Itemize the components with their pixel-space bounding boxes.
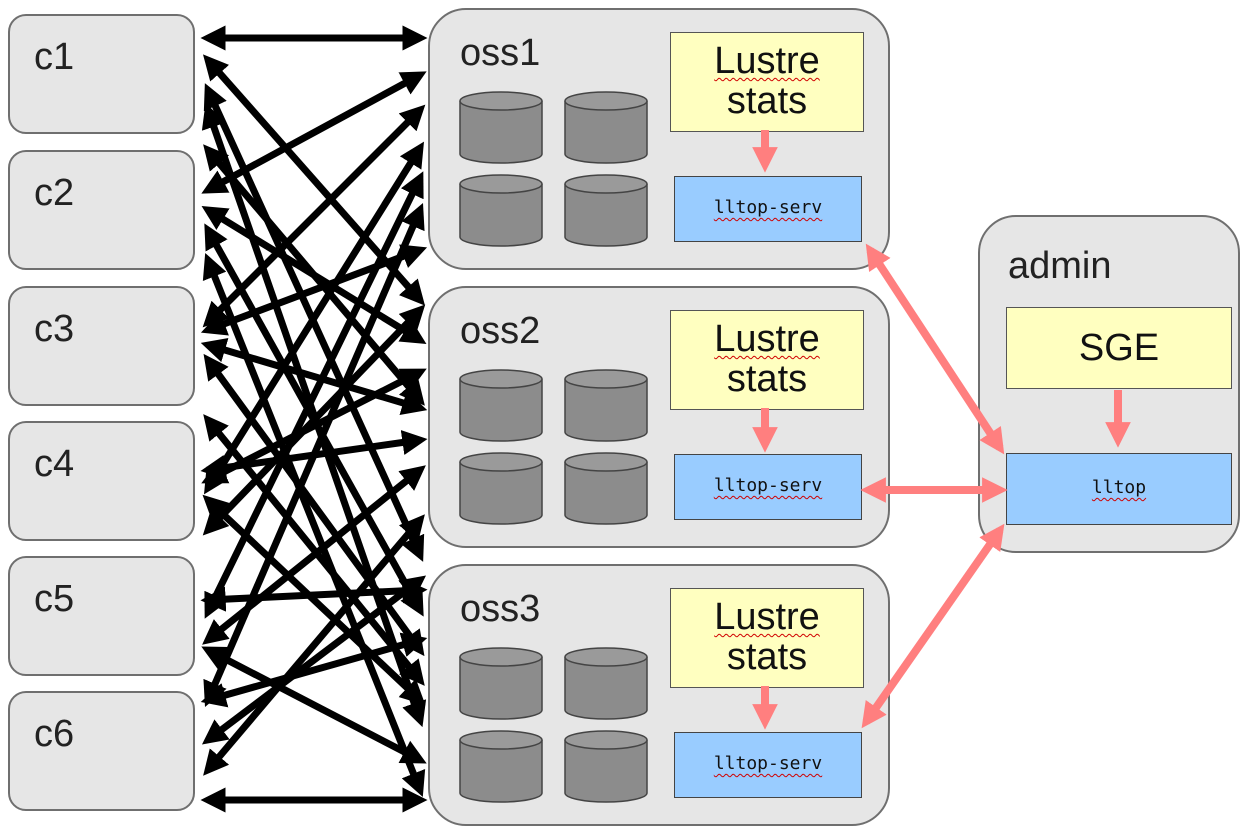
- client-label: c5: [34, 578, 75, 620]
- client-node-c1: c1: [8, 14, 195, 134]
- bidirectional-arrow: [200, 244, 428, 336]
- sge-box: SGE: [1006, 307, 1232, 389]
- client-label: c3: [34, 308, 75, 350]
- service-label: lltop-serv: [713, 475, 823, 496]
- client-label: c1: [34, 36, 75, 78]
- stats-line-2: stats: [726, 358, 808, 400]
- server-label: oss3: [460, 588, 541, 630]
- client-node-c2: c2: [8, 150, 195, 270]
- lustre-stats-box: Lustre stats: [670, 32, 864, 132]
- lltop-serv-box: lltop-serv: [674, 454, 862, 520]
- monitoring-links: [752, 130, 1131, 730]
- client-node-c5: c5: [8, 556, 195, 676]
- server-label: oss2: [460, 310, 541, 352]
- client-node-c6: c6: [8, 691, 195, 811]
- disk-icon: [459, 91, 543, 164]
- lltop-serv-box: lltop-serv: [674, 176, 862, 242]
- disk-icon: [564, 174, 648, 247]
- service-label: lltop-serv: [713, 197, 823, 218]
- client-node-c3: c3: [8, 286, 195, 406]
- lustre-stats-box: Lustre stats: [670, 310, 864, 410]
- client-label: c6: [34, 713, 75, 755]
- client-label: c4: [34, 443, 75, 485]
- monitor-link-arrow: [865, 243, 1005, 455]
- disk-icon: [564, 369, 648, 442]
- disk-icon: [459, 369, 543, 442]
- sge-label: SGE: [1078, 327, 1160, 369]
- stats-line-2: stats: [726, 80, 808, 122]
- client-label: c2: [34, 172, 75, 214]
- stats-line-2: stats: [726, 636, 808, 678]
- client-node-c4: c4: [8, 421, 195, 541]
- monitor-link-arrow: [861, 523, 1005, 729]
- lltop-label: lltop: [1091, 477, 1147, 498]
- disk-icon: [564, 647, 648, 720]
- stats-line-1: Lustre: [714, 596, 820, 638]
- disk-icon: [459, 647, 543, 720]
- disk-icon: [459, 174, 543, 247]
- disk-icon: [564, 91, 648, 164]
- disk-icon: [564, 730, 648, 803]
- admin-label: admin: [1008, 245, 1112, 287]
- bidirectional-arrow: [200, 578, 428, 612]
- service-label: lltop-serv: [713, 753, 823, 774]
- disk-icon: [564, 452, 648, 525]
- lustre-stats-box: Lustre stats: [670, 588, 864, 688]
- disk-icon: [459, 452, 543, 525]
- bidirectional-arrow: [201, 368, 427, 484]
- bidirectional-arrow: [200, 632, 428, 708]
- server-label: oss1: [460, 32, 541, 74]
- lltop-serv-box: lltop-serv: [674, 732, 862, 798]
- stats-line-1: Lustre: [714, 318, 820, 360]
- disk-icon: [459, 730, 543, 803]
- stats-line-1: Lustre: [714, 40, 820, 82]
- disk-group: [459, 91, 648, 803]
- client-server-links: [200, 25, 428, 813]
